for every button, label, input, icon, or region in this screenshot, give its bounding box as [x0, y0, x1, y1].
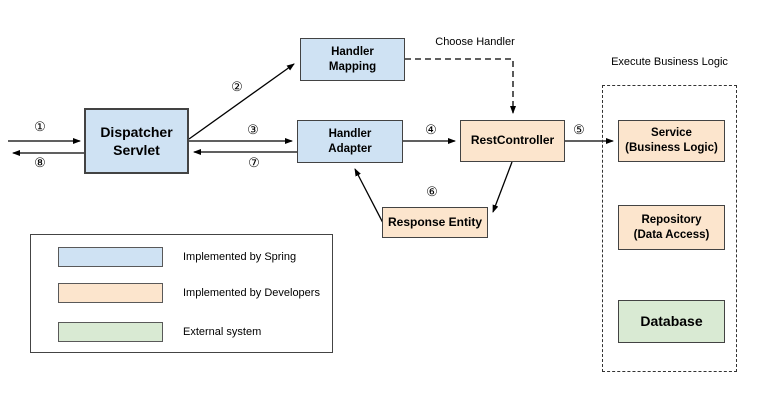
legend-swatch-developers: [58, 283, 163, 303]
step-1-marker: ①: [34, 119, 46, 134]
repository-box: Repository (Data Access): [618, 205, 725, 250]
step-8-marker: ⑧: [34, 155, 46, 170]
legend-swatch-external: [58, 322, 163, 342]
repository-label: Repository (Data Access): [633, 213, 710, 241]
step-4-marker: ④: [425, 122, 437, 137]
legend-swatch-spring: [58, 247, 163, 267]
response-entity-box: Response Entity: [382, 207, 488, 238]
execute-business-logic-group: [602, 85, 737, 372]
legend-label-developers: Implemented by Developers: [183, 287, 320, 299]
choose-handler-label: Choose Handler: [435, 36, 515, 48]
service-box: Service (Business Logic): [618, 120, 725, 162]
legend-item-spring: Implemented by Spring: [58, 247, 296, 267]
step-5-marker: ⑤: [573, 122, 585, 137]
legend-item-external: External system: [58, 322, 261, 342]
database-box: Database: [618, 300, 725, 343]
dispatcher-servlet-box: Dispatcher Servlet: [84, 108, 189, 174]
execute-business-logic-label: Execute Business Logic: [611, 56, 728, 68]
handler-adapter-label: Handler Adapter: [328, 127, 372, 155]
step-6-marker: ⑥: [426, 184, 438, 199]
step-3-marker: ③: [247, 122, 259, 137]
dispatcher-servlet-label: Dispatcher Servlet: [100, 123, 173, 158]
handler-mapping-box: Handler Mapping: [300, 38, 405, 81]
rest-controller-label: RestController: [470, 133, 555, 148]
handler-mapping-label: Handler Mapping: [328, 45, 377, 73]
database-label: Database: [640, 313, 703, 330]
legend-item-developers: Implemented by Developers: [58, 283, 320, 303]
step-7-marker: ⑦: [248, 155, 260, 170]
rest-controller-box: RestController: [460, 120, 565, 162]
arrow-step6-response-entity-to-adapter: [354, 168, 384, 224]
step-2-marker: ②: [231, 79, 243, 94]
handler-adapter-box: Handler Adapter: [297, 120, 403, 163]
legend-box: Implemented by Spring Implemented by Dev…: [30, 234, 333, 353]
response-entity-label: Response Entity: [387, 214, 483, 229]
service-label: Service (Business Logic): [625, 127, 718, 154]
arrow-restcontroller-to-response-entity: [492, 161, 513, 213]
legend-label-spring: Implemented by Spring: [183, 251, 297, 263]
arrow-step2-to-handler-mapping: [188, 63, 295, 140]
arrow-choose-handler-dashed: [405, 58, 516, 114]
legend-label-external: External system: [183, 326, 262, 338]
